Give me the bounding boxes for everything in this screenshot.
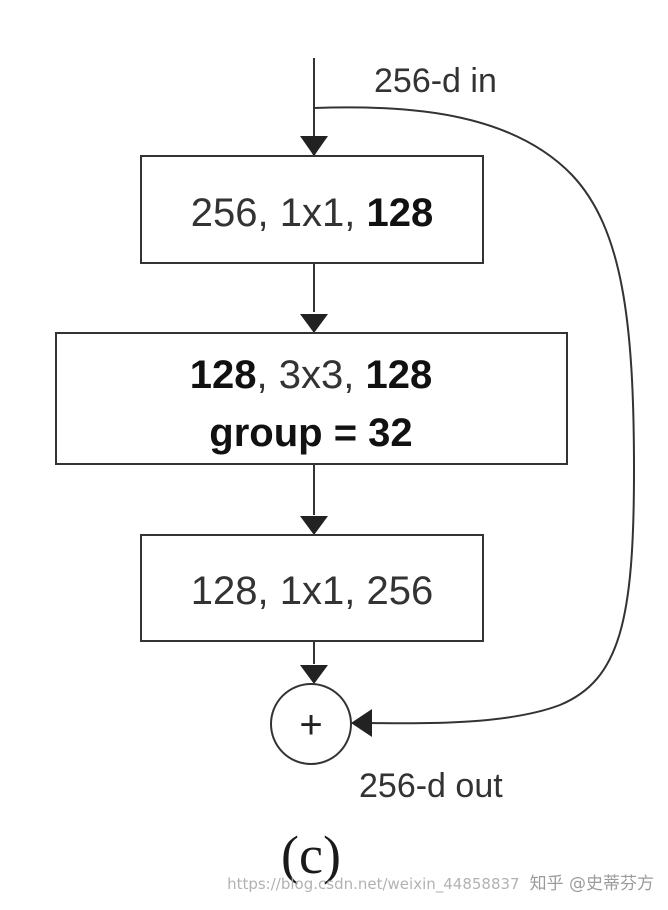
block-1-label: 256, 1x1, 128 bbox=[191, 191, 433, 235]
input-arrowhead bbox=[300, 136, 328, 156]
block-3-box bbox=[140, 534, 484, 642]
block-1-box bbox=[140, 155, 484, 264]
arrowhead-sum bbox=[300, 665, 328, 684]
block-3-label: 128, 1x1, 256 bbox=[191, 569, 433, 613]
block-2-box bbox=[55, 332, 568, 465]
figure-caption: (c) bbox=[281, 825, 341, 885]
output-label: 256-d out bbox=[359, 767, 503, 805]
input-label: 256-d in bbox=[374, 62, 497, 100]
watermark-url: https://blog.csdn.net/weixin_44858837 bbox=[227, 875, 520, 893]
sum-node bbox=[270, 683, 352, 765]
skip-connection bbox=[313, 106, 636, 725]
block-2-label-line2: group = 32 bbox=[209, 411, 412, 455]
arrowhead-block2 bbox=[300, 314, 328, 333]
sum-symbol: + bbox=[299, 703, 322, 747]
block-2-label-line1: 128, 3x3, 128 bbox=[190, 353, 432, 397]
watermark-brand: 知乎 @史蒂芬方 bbox=[529, 874, 654, 894]
skip-connection-arrowhead bbox=[351, 709, 372, 737]
arrowhead-block3 bbox=[300, 516, 328, 535]
watermark: https://blog.csdn.net/weixin_44858837 知乎 … bbox=[227, 869, 654, 894]
